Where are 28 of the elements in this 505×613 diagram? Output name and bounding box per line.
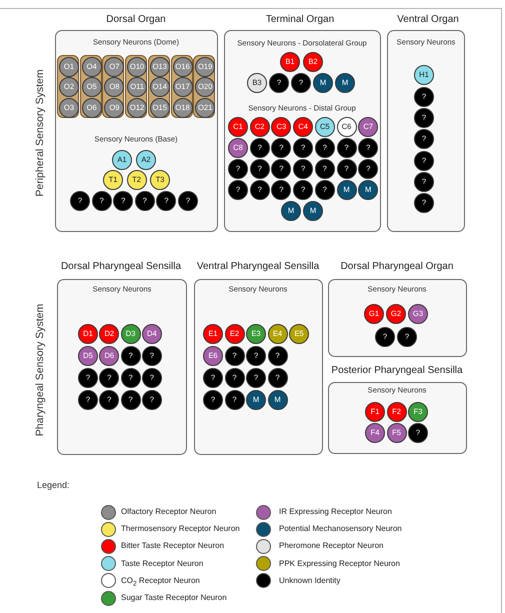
legend-label: Potential Mechanosensory Neuron <box>279 524 402 534</box>
legend-label: Taste Receptor Neuron <box>121 558 204 569</box>
section-label: Pharyngeal Sensory System <box>34 304 46 436</box>
legend-heading: Legend: <box>37 479 70 491</box>
legend-label: Unknown Identity <box>279 576 340 586</box>
legend-label: CO$_{2}$ Receptor Neuron <box>121 576 200 590</box>
legend-label: Olfactory Receptor Neuron <box>121 507 216 517</box>
sensillum-band <box>193 54 216 118</box>
organ-title: Posterior Pharyngeal Sensilla <box>331 365 463 377</box>
organ-title: Terminal Organ <box>266 14 334 26</box>
organ-title: Dorsal Pharyngeal Organ <box>340 261 454 273</box>
sensillum-band <box>125 54 148 118</box>
legend-label: Pheromone Receptor Neuron <box>279 541 384 552</box>
section-label: Peripheral Sensory System <box>34 69 46 197</box>
legend-label: IR Expressing Receptor Neuron <box>279 507 392 517</box>
organ-title: Dorsal Pharyngeal Sensilla <box>60 261 182 273</box>
sensillum-band <box>57 54 79 118</box>
organ-title: Ventral Organ <box>397 14 459 26</box>
legend-label: Bitter Taste Receptor Neuron <box>121 541 224 552</box>
sensillum-band <box>148 54 170 118</box>
sensillum-band <box>170 54 192 118</box>
organ-title: Dorsal Organ <box>106 14 166 26</box>
legend-label: PPK Expressing Receptor Neuron <box>279 558 400 569</box>
organ-title: Ventral Pharyngeal Sensilla <box>196 261 320 273</box>
legend-label: Sugar Taste Receptor Neuron <box>121 593 227 603</box>
legend-label: Thermosensory Receptor Neuron <box>121 524 240 534</box>
sensillum-band <box>80 54 102 118</box>
sensillum-band <box>102 54 124 118</box>
